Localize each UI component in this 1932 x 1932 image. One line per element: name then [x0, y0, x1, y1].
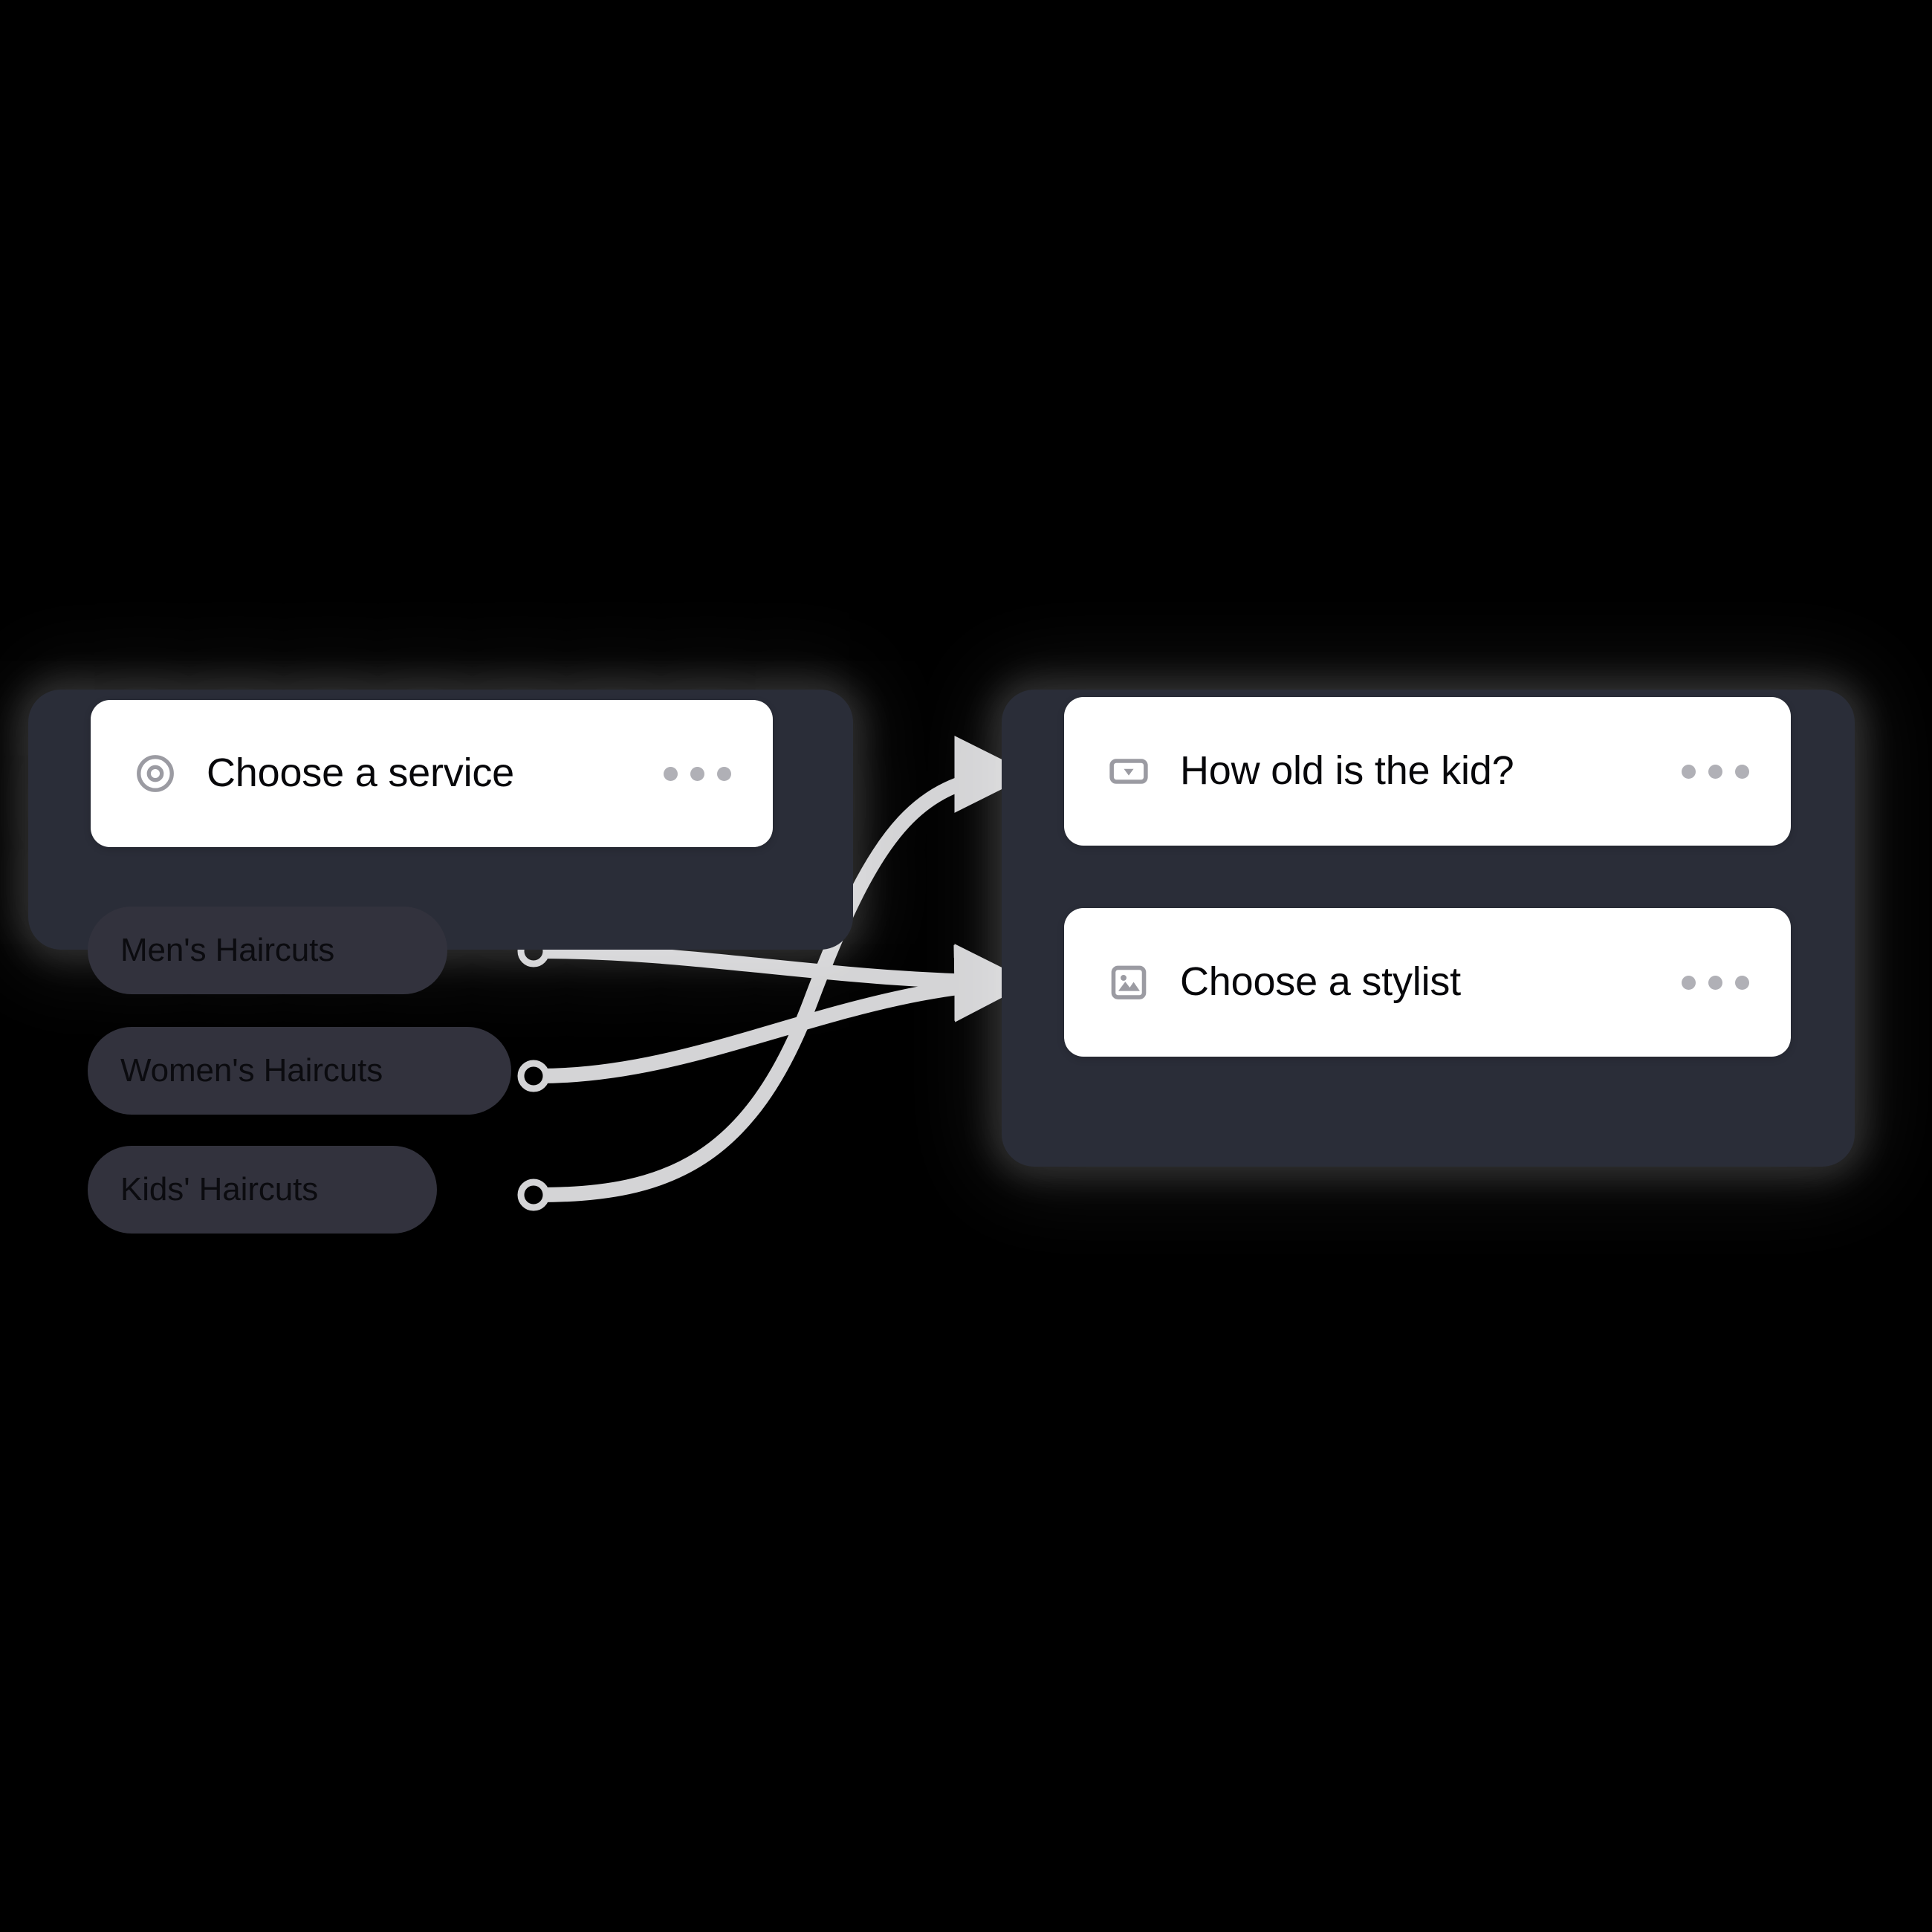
- edge-mens-to-stylist: [532, 943, 1033, 1021]
- output-port-kids[interactable]: [517, 1179, 550, 1211]
- image-picker-icon: [1107, 961, 1150, 1004]
- edge-womens-to-stylist: [532, 944, 1033, 1083]
- card-choose-a-stylist[interactable]: Choose a stylist: [1064, 908, 1791, 1057]
- dropdown-select-icon: [1107, 750, 1150, 793]
- menu-dot: [1735, 975, 1749, 990]
- option-pill-kids-haircuts[interactable]: Kids' Haircuts: [88, 1146, 437, 1234]
- menu-dot: [1708, 764, 1722, 779]
- menu-dot: [717, 766, 731, 781]
- card-overflow-menu-button[interactable]: [656, 753, 739, 794]
- card-overflow-menu-button[interactable]: [1674, 751, 1757, 792]
- card-title: Choose a service: [207, 751, 515, 796]
- output-port-womens[interactable]: [517, 1060, 550, 1092]
- radio-target-icon: [134, 752, 177, 795]
- option-pill-label: Women's Haircuts: [120, 1052, 383, 1089]
- card-title: How old is the kid?: [1180, 748, 1514, 794]
- card-how-old-is-the-kid[interactable]: How old is the kid?: [1064, 697, 1791, 846]
- menu-dot: [1708, 975, 1722, 990]
- card-title: Choose a stylist: [1180, 959, 1461, 1005]
- card-choose-a-service[interactable]: Choose a service: [91, 700, 773, 847]
- option-pill-label: Kids' Haircuts: [120, 1171, 319, 1208]
- option-pill-label: Men's Haircuts: [120, 932, 335, 968]
- option-pill-mens-haircuts[interactable]: Men's Haircuts: [88, 907, 447, 994]
- card-overflow-menu-button[interactable]: [1674, 962, 1757, 1003]
- menu-dot: [690, 766, 704, 781]
- option-pill-womens-haircuts[interactable]: Women's Haircuts: [88, 1027, 511, 1115]
- menu-dot: [1682, 975, 1696, 990]
- menu-dot: [664, 766, 678, 781]
- menu-dot: [1735, 764, 1749, 779]
- menu-dot: [1682, 764, 1696, 779]
